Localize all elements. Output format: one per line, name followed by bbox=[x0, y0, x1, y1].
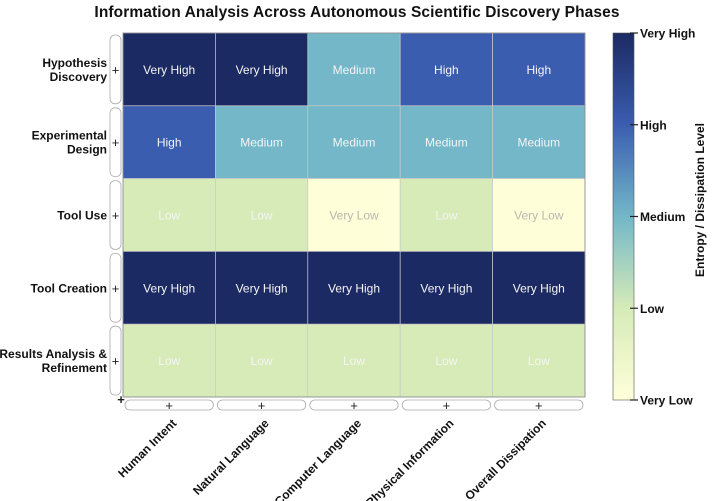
column-plus-icon: + bbox=[443, 398, 451, 413]
row-label: Tool Creation bbox=[31, 281, 107, 295]
colorbar-tick-label: Medium bbox=[640, 210, 685, 224]
heatmap-cell bbox=[307, 178, 401, 252]
heatmap-frame bbox=[122, 32, 586, 398]
column-bracket bbox=[124, 399, 214, 411]
cell-value-label: High bbox=[526, 63, 551, 77]
row-plus-icon: + bbox=[112, 354, 120, 369]
cell-value-label: Medium bbox=[333, 63, 376, 77]
column-plus-icon: + bbox=[258, 398, 266, 413]
row-bracket bbox=[109, 107, 122, 178]
cell-value-label: Medium bbox=[240, 136, 283, 150]
cell-value-label: Low bbox=[435, 209, 457, 223]
column-plus-icon: + bbox=[165, 398, 173, 413]
colorbar-label: Entropy / Dissipation Level bbox=[693, 123, 707, 277]
colorbar-tick-label: High bbox=[640, 118, 667, 132]
heatmap-cell bbox=[492, 323, 586, 398]
cell-value-label: Medium bbox=[517, 136, 560, 150]
cell-value-label: Very High bbox=[236, 63, 288, 77]
column-label: Overall Dissipation bbox=[462, 416, 549, 501]
heatmap-cell bbox=[215, 323, 309, 398]
column-bracket bbox=[401, 399, 492, 411]
cell-value-label: Low bbox=[528, 354, 550, 368]
cell-value-label: Very Low bbox=[329, 209, 379, 223]
cell-value-label: Low bbox=[158, 209, 180, 223]
column-label: Computer Language bbox=[272, 416, 365, 501]
corner-plus-icon: + bbox=[117, 392, 125, 407]
heatmap-cell bbox=[399, 105, 493, 179]
cell-value-label: High bbox=[434, 63, 459, 77]
row-bracket bbox=[109, 252, 122, 323]
heatmap-cell bbox=[215, 178, 309, 252]
colorbar-ticks: Very Low Low Medium High Very High bbox=[630, 27, 695, 408]
column-bracket bbox=[309, 399, 399, 411]
cell-value-label: Very High bbox=[143, 63, 195, 77]
heatmap-cell bbox=[307, 105, 401, 179]
row-plus-icon: + bbox=[112, 135, 120, 150]
cell-value-label: Very High bbox=[143, 281, 195, 295]
heatmap-cell bbox=[492, 178, 586, 252]
cell-value-label: Low bbox=[435, 354, 457, 368]
cell-value-label: Medium bbox=[333, 136, 376, 150]
cell-value-label: Low bbox=[343, 354, 365, 368]
row-plus-icon: + bbox=[112, 208, 120, 223]
cell-value-label: Medium bbox=[425, 136, 468, 150]
row-label: Tool Use bbox=[57, 209, 107, 223]
heatmap-cell bbox=[399, 323, 493, 398]
cell-value-label: Very High bbox=[513, 281, 565, 295]
row-bracket bbox=[109, 34, 122, 105]
heatmap-cell bbox=[399, 178, 493, 252]
cell-value-label: Low bbox=[158, 354, 180, 368]
cell-value-label: Very High bbox=[236, 281, 288, 295]
cell-value-label: High bbox=[157, 136, 182, 150]
row-bracket bbox=[109, 325, 122, 396]
heatmap-cell bbox=[399, 251, 493, 325]
cell-value-label: Very Low bbox=[514, 209, 564, 223]
column-labels: + Human Intent + Natural Language + Computer … bbox=[115, 398, 584, 501]
row-label: Results Analysis &Refinement bbox=[0, 347, 107, 375]
column-label: Human Intent bbox=[115, 416, 179, 480]
column-plus-icon: + bbox=[350, 398, 358, 413]
row-bracket bbox=[109, 180, 122, 250]
column-bracket bbox=[494, 399, 584, 411]
column-plus-icon: + bbox=[535, 398, 543, 413]
row-plus-icon: + bbox=[112, 281, 120, 296]
colorbar-tick-label: Very Low bbox=[640, 394, 693, 408]
colorbar: Very Low Low Medium High Very High Entropy /… bbox=[612, 27, 707, 408]
heatmap-cell bbox=[122, 323, 216, 398]
colorbar-tick-label: Low bbox=[640, 302, 665, 316]
cell-value-label: Very High bbox=[328, 281, 380, 295]
cell-value-label: Very High bbox=[420, 281, 472, 295]
heatmap-cell bbox=[122, 178, 216, 252]
heatmap-cell bbox=[307, 251, 401, 325]
column-bracket bbox=[216, 399, 307, 411]
heatmap-cell bbox=[399, 32, 493, 107]
cell-value-label: Low bbox=[251, 354, 273, 368]
row-plus-icon: + bbox=[112, 62, 120, 77]
cell-value-label: Low bbox=[251, 209, 273, 223]
heatmap-cell bbox=[215, 105, 309, 179]
colorbar-tick-label: Very High bbox=[640, 27, 695, 41]
heatmap-cell bbox=[122, 105, 216, 179]
column-label: Natural Language bbox=[190, 416, 272, 498]
column-label: Physical Information bbox=[363, 416, 456, 501]
chart-title: Information Analysis Across Autonomous S… bbox=[94, 4, 620, 21]
